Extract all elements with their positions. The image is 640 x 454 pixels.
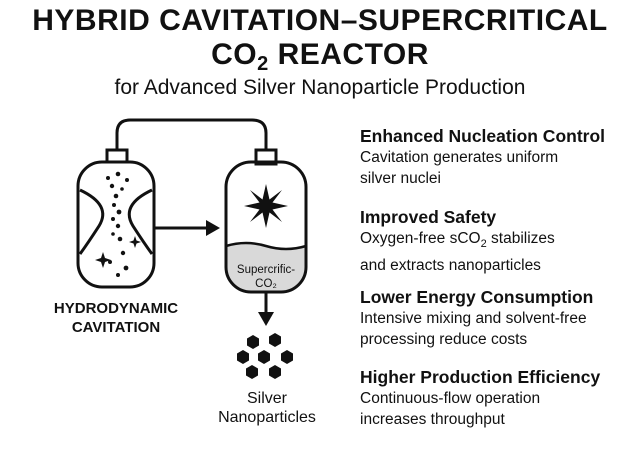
title-co-text: CO (211, 38, 258, 71)
venturi-left-wall (78, 188, 105, 255)
benefit-desc-line-1: Continuous-flow operation (360, 390, 541, 407)
benefit-heading: Lower Energy Consumption (360, 287, 594, 307)
benefit-desc-line-2: processing reduce costs (360, 331, 528, 348)
product-label-line-1: Silver (247, 390, 288, 407)
cavitation-label-line-1: HYDRODYNAMIC (54, 300, 178, 317)
hexagon-icon (237, 350, 249, 364)
benefit-efficiency: Higher Production Efficiency Continuous-… (360, 366, 635, 430)
benefit-desc-prefix: Oxygen-free sCO (360, 230, 481, 247)
nanoparticle-cluster (237, 333, 293, 379)
benefit-desc-line-2: and extracts nanoparticles (360, 257, 541, 275)
title-line-1: HYBRID CAVITATION–SUPERCRITICAL (32, 4, 608, 37)
starburst-icon (244, 184, 288, 228)
benefit-heading: Improved Safety (360, 207, 497, 227)
benefit-energy: Lower Energy Consumption Intensive mixin… (360, 286, 635, 350)
flow-arrow-head (206, 220, 220, 236)
output-arrow-head (258, 312, 274, 326)
supercritical-reactor-vessel: Supercrific- CO₂ (224, 148, 308, 294)
title-co2-subscript: 2 (257, 53, 269, 75)
benefit-desc-suffix: stabilizes (486, 230, 555, 247)
sparkle-icon (95, 252, 111, 268)
reactor-liquid-surface (225, 241, 307, 251)
sparkle-icon (129, 236, 141, 248)
benefit-desc-line-1: Cavitation generates uniform (360, 149, 559, 166)
benefit-heading: Enhanced Nucleation Control (360, 126, 606, 146)
hexagon-icon (281, 350, 293, 364)
title-reactor-text: REACTOR (268, 38, 429, 71)
benefit-nucleation: Enhanced Nucleation Control Cavitation g… (360, 125, 635, 189)
cavitation-label-line-2: CAVITATION (72, 319, 160, 336)
product-label-line-2: Nanoparticles (218, 409, 316, 426)
title-line-2: CO2 REACTOR (0, 38, 640, 75)
benefit-desc-line-1: Intensive mixing and solvent-free (360, 310, 587, 327)
cavitation-vessel (76, 148, 156, 289)
benefit-desc-subscript: 2 (480, 238, 487, 251)
benefit-heading: Higher Production Efficiency (360, 367, 601, 387)
benefit-desc-line-2: increases throughput (360, 411, 505, 428)
hexagon-icon (258, 350, 270, 364)
venturi-right-wall (127, 188, 154, 255)
benefit-safety: Improved Safety Oxygen-free sCO2 stabili… (360, 206, 635, 276)
top-connecting-pipe (115, 118, 268, 152)
reactor-label-line-1: Supercrific- (237, 264, 295, 276)
hexagon-icon (269, 333, 281, 347)
cavitation-bubbles (106, 171, 129, 277)
reactor-liquid-fill (226, 243, 306, 292)
cavitation-vessel-body (76, 160, 156, 289)
hexagon-icon (246, 365, 258, 379)
hexagon-icon (269, 365, 281, 379)
benefit-desc-line-1: Oxygen-free sCO2 stabilizes (360, 228, 635, 255)
subtitle: for Advanced Silver Nanoparticle Product… (114, 76, 526, 99)
benefit-desc-line-2: silver nuclei (360, 170, 441, 187)
reactor-label-line-2: CO₂ (255, 278, 277, 290)
hexagon-icon (247, 335, 259, 349)
